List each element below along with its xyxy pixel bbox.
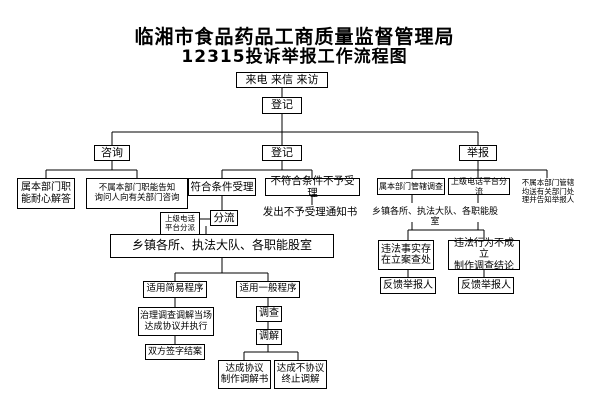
investigation-box: 调查 [256,306,282,322]
intake-box: 来电 来信 来访 [236,72,328,88]
agreement-reached-box: 达成协议 制作调解书 [218,360,271,389]
not-own-jurisdiction-label: 不属本部门管辖 均送有关部门处 理并告知举报人 [521,178,575,205]
register-box: 登记 [262,145,302,161]
diagram-subtitle: 12315投诉举报工作流程图 [181,47,408,67]
onsite-mediation-box: 治理调查调解当场 达成协议并执行 [138,307,214,336]
report-units-label: 乡镇各所、执法大队、各职能股室 [371,207,498,228]
upper-platform-report-box: 上级电话平台分流 [448,177,510,196]
register-top-box: 登记 [262,97,302,114]
violation-confirmed-box: 违法事实存 在立案查处 [378,240,434,270]
feedback-reporter-box-2: 反馈举报人 [458,277,514,294]
distribute-box: 分流 [210,210,238,226]
not-own-dept-consult-box: 不属本部门职能告知 询问人向有关部门咨询 [86,178,188,209]
own-dept-investigation-box: 属本部门管辖调查 [377,178,445,195]
not-meet-conditions-box: 不符合条件不予受理 [265,175,360,199]
no-agreement-box: 达成不协议 终止调解 [274,360,327,389]
upper-platform-box: 上级电话 平台分派 [160,212,200,236]
mediation-box: 调解 [256,329,282,345]
feedback-reporter-box-1: 反馈举报人 [380,277,436,294]
violation-not-confirmed-box: 违法行为不成立 制作调查结论 [448,238,520,272]
meets-conditions-box: 符合条件受理 [188,178,256,196]
general-procedure-box: 适用一般程序 [236,281,300,298]
notice-not-accepted-label: 发出不予受理通知书 [262,206,358,218]
consult-box: 咨询 [94,145,130,161]
diagram-title: 临湘市食品药品工商质量监督管理局 [134,26,455,48]
report-box: 举报 [459,145,497,161]
township-units-box: 乡镇各所、执法大队、各职能股室 [110,234,334,258]
simple-procedure-box: 适用简易程序 [143,281,207,298]
signed-closure-box: 双方签字结案 [145,344,205,360]
own-dept-answer-box: 属本部门职 能耐心解答 [17,178,75,209]
